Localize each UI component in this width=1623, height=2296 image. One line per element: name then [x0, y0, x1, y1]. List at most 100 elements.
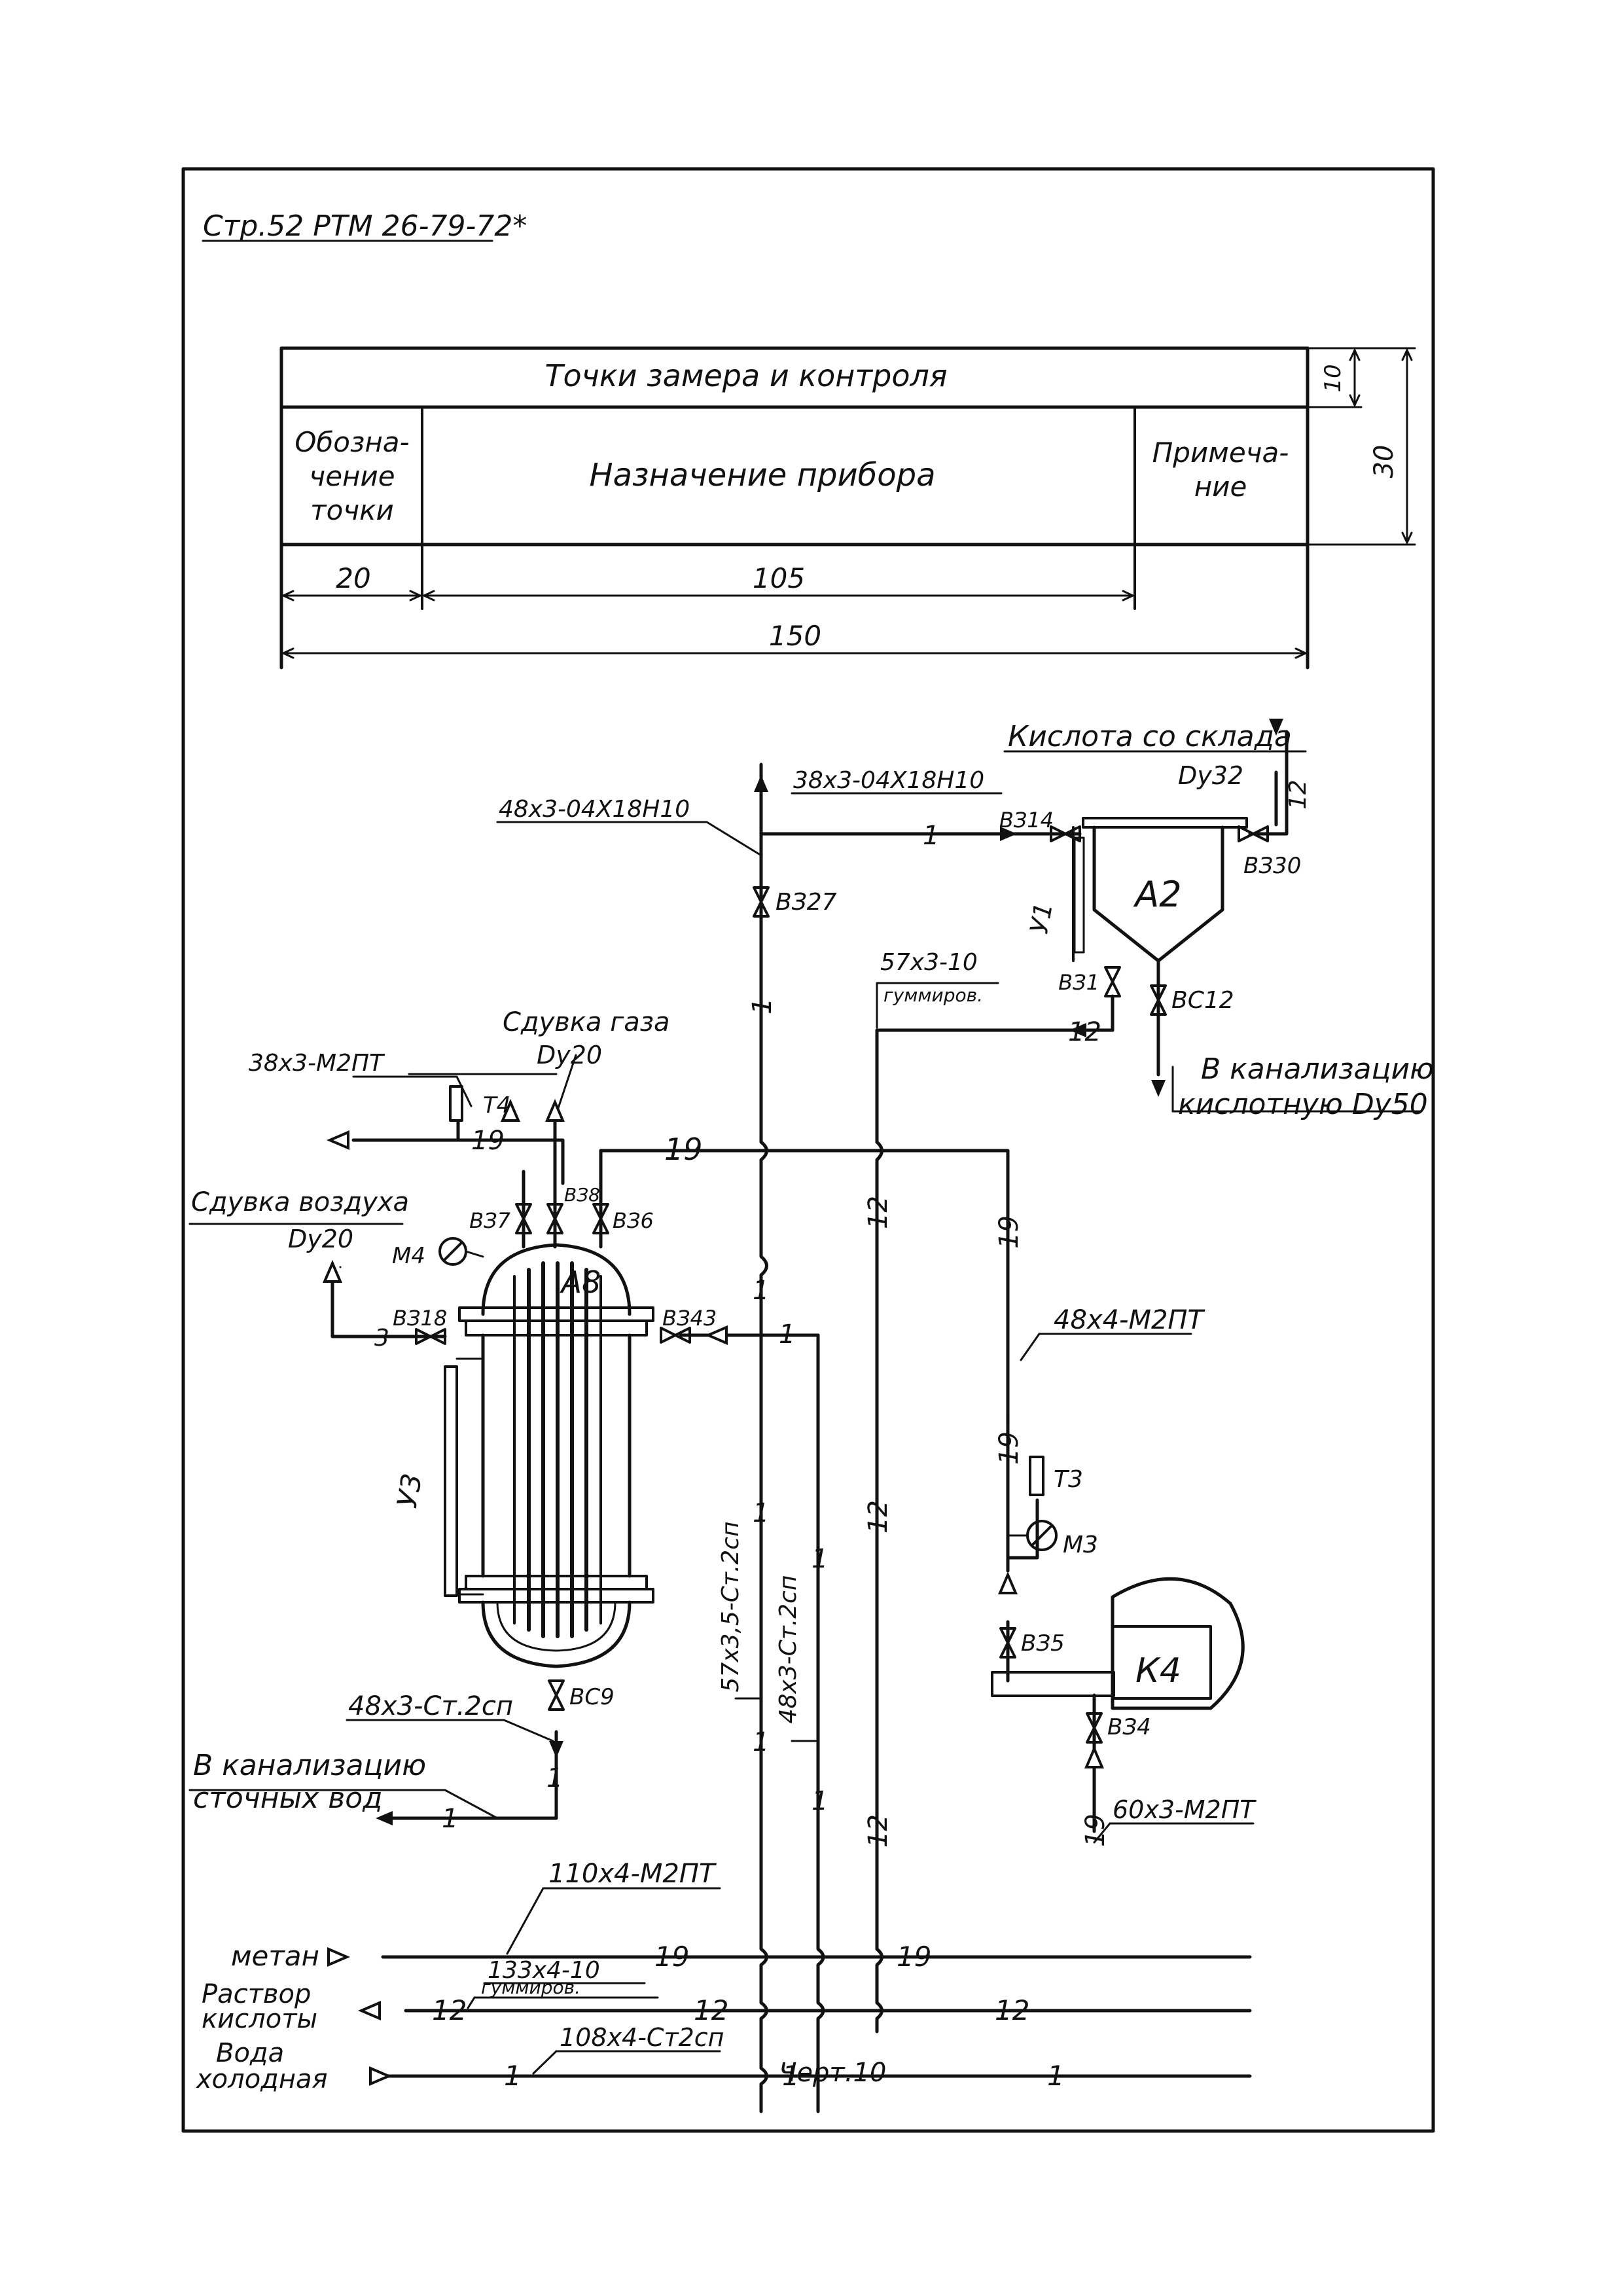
dim-10: 10 — [1320, 364, 1346, 392]
label-pipe-48-st: 48x3-Ст.2сп — [775, 1575, 802, 1724]
equip-k4: К4 — [1135, 1651, 1181, 1691]
col-point-line1: Обозна- — [294, 426, 409, 458]
table-layout — [279, 346, 1416, 670]
label-pipe-108: 108x4-Ст2сп — [560, 2023, 724, 2052]
svg-text:12: 12 — [1285, 780, 1311, 810]
label-sewer-waste-2: сточных вод — [193, 1782, 383, 1815]
svg-text:19: 19 — [471, 1126, 505, 1156]
svg-text:12: 12 — [863, 1196, 893, 1229]
label-gas-blow: Сдувка газа — [503, 1007, 670, 1037]
inst-t3: Т3 — [1054, 1466, 1083, 1493]
thermometer-t3 — [1029, 1456, 1044, 1496]
svg-text:12: 12 — [863, 1500, 893, 1534]
valve-v27: ВЗ27 — [776, 889, 837, 916]
label-rubber2: гуммиров. — [481, 1977, 580, 1998]
svg-text:1: 1 — [753, 1727, 769, 1757]
label-sewer-acid-2: кислотную Dy50 — [1178, 1088, 1428, 1121]
dim-150: 150 — [769, 620, 821, 652]
svg-text:1: 1 — [812, 1786, 828, 1816]
svg-text:1: 1 — [782, 2060, 800, 2092]
svg-text:19: 19 — [1080, 1814, 1111, 1847]
valve-v8: ВЗ8 — [564, 1184, 600, 1206]
label-gas-blow-dy: Dy20 — [537, 1041, 602, 1069]
valve-v5: ВЗ5 — [1021, 1630, 1065, 1657]
valve-v1: ВЗ1 — [1058, 970, 1099, 995]
col-point-line3: точки — [310, 494, 394, 526]
valve-v43: ВЗ43 — [662, 1306, 717, 1331]
thermometer-t4 — [449, 1085, 463, 1122]
svg-text:19: 19 — [654, 1941, 689, 1973]
label-pipe-110: 110x4-М2ПТ — [548, 1859, 717, 1889]
label-pipe-60: 60x3-М2ПТ — [1113, 1795, 1257, 1824]
svg-text:1: 1 — [753, 1276, 769, 1306]
svg-text:3: 3 — [374, 1325, 389, 1352]
label-pipe-57-10: 57x3-10 — [880, 949, 978, 976]
svg-text:1: 1 — [442, 1804, 458, 1834]
vessel-a8 — [444, 1243, 654, 1668]
label-pipe-38-04: 38x3-04Х18Н10 — [793, 767, 984, 794]
col-point-line2: чение — [309, 460, 395, 492]
dim-20: 20 — [336, 562, 370, 594]
dim-105: 105 — [753, 562, 805, 594]
label-sewer-acid-1: В канализацию — [1201, 1052, 1434, 1086]
valve-v7: ВЗ7 — [469, 1208, 510, 1233]
svg-text:1: 1 — [1047, 2060, 1065, 2092]
svg-text:12: 12 — [863, 1814, 893, 1848]
line-numbers: 1 12 19 19 1 1 1 1 12 12 12 19 19 19 1 1… — [374, 780, 1311, 2092]
piping-lines — [330, 730, 1289, 2113]
label-pipe-48-4: 48x4-М2ПТ — [1054, 1305, 1205, 1335]
label-pipe-133: 133x4-10 — [488, 1957, 600, 1984]
svg-text:19: 19 — [897, 1941, 931, 1973]
leader-lines — [188, 750, 1421, 2075]
valve-v4: ВЗ4 — [1107, 1714, 1151, 1740]
col-note-line2: ние — [1194, 471, 1247, 503]
label-acid-store-dy: Dy32 — [1178, 761, 1243, 790]
drawing-caption: Черт.10 — [779, 2058, 886, 2088]
svg-text:19: 19 — [994, 1215, 1024, 1249]
valve-v6: ВЗ6 — [613, 1208, 654, 1233]
label-water-1: Вода — [216, 2038, 284, 2068]
valve-v30: ВЗ30 — [1243, 853, 1301, 879]
svg-text:19: 19 — [664, 1132, 703, 1167]
valve-v14: ВЗ14 — [999, 808, 1054, 833]
compressor-k4 — [991, 1577, 1245, 1710]
label-pipe-38-m2: 38x3-М2ПТ — [249, 1050, 385, 1077]
tank-a2 — [1072, 817, 1248, 963]
svg-text:19: 19 — [994, 1431, 1024, 1465]
dim-30: 30 — [1369, 445, 1399, 478]
inst-u1: У1 — [1024, 901, 1058, 936]
svg-text:1: 1 — [504, 2060, 522, 2092]
label-water-2: холодная — [195, 2064, 328, 2094]
svg-text:1: 1 — [753, 1498, 769, 1528]
sheet-code: Стр.52 РТМ 26-79-72* — [203, 209, 527, 243]
label-rubber: гуммиров. — [883, 984, 983, 1006]
svg-text:1: 1 — [747, 998, 777, 1014]
label-acid-sol-2: кислоты — [202, 2004, 317, 2034]
equip-a8: А8 — [560, 1265, 601, 1300]
valve-v12: ВС12 — [1171, 987, 1234, 1014]
label-acid-sol-1: Раствор — [202, 1979, 311, 2009]
inst-t4: Т4 — [483, 1092, 510, 1119]
svg-text:12: 12 — [694, 1994, 728, 2026]
svg-text:12: 12 — [995, 1994, 1029, 2026]
valve-v9: ВС9 — [569, 1684, 615, 1710]
svg-text:1: 1 — [812, 1544, 828, 1574]
label-air-blow-dy: Dy20 — [288, 1225, 353, 1253]
svg-text:1: 1 — [779, 1319, 795, 1350]
inst-u3: У3 — [391, 1471, 428, 1510]
equip-a2: А2 — [1133, 874, 1181, 915]
valve-v18: ВЗ18 — [393, 1306, 447, 1331]
label-methane: метан — [231, 1940, 319, 1972]
gauge-m3 — [1007, 1520, 1058, 1551]
col-note-line1: Примеча- — [1152, 437, 1289, 469]
svg-text:1: 1 — [923, 821, 939, 851]
label-air-blow: Сдувка воздуха — [191, 1187, 409, 1217]
inst-m3: М3 — [1063, 1532, 1098, 1558]
label-sewer-waste-1: В канализацию — [193, 1749, 426, 1782]
label-acid-store: Кислота со склада — [1008, 720, 1292, 753]
gauge-m4 — [438, 1237, 484, 1266]
svg-text:1: 1 — [546, 1763, 563, 1793]
label-pipe-48-04: 48x3-04Х18Н10 — [499, 796, 690, 823]
inst-m4: М4 — [392, 1243, 425, 1269]
